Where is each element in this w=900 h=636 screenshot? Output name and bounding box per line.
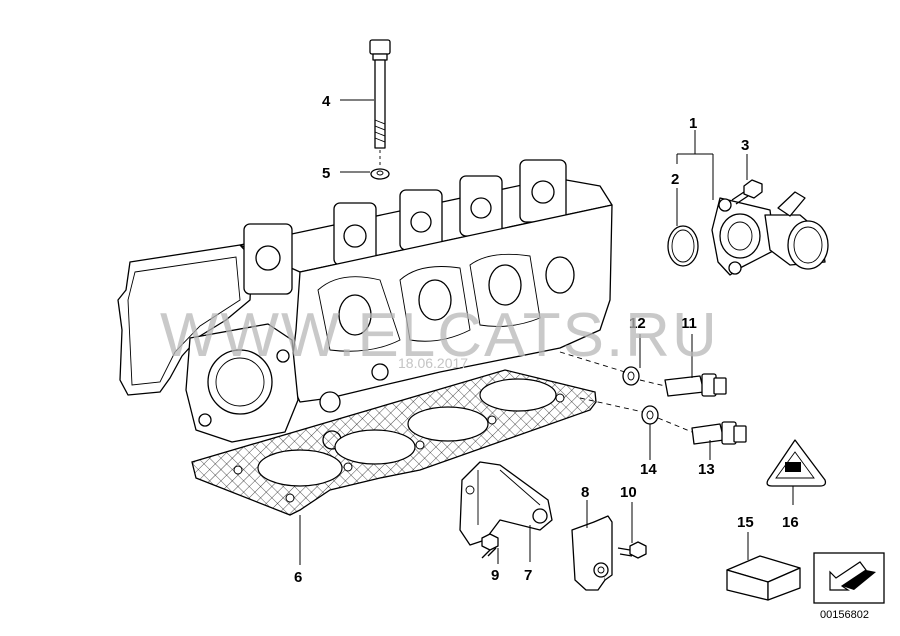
cam-tower-1 (243, 223, 293, 295)
callout-1: 1 (689, 115, 697, 132)
cam-tower-4 (459, 175, 503, 237)
cylinder-head-drawing (117, 159, 613, 450)
callout-10: 10 (620, 484, 637, 501)
callout-9: 9 (491, 567, 499, 584)
temperature-sensor-11 (664, 373, 727, 397)
callout-7: 7 (524, 567, 532, 584)
seal-ring-14 (641, 405, 659, 425)
callout-3: 3 (741, 137, 749, 154)
bracket-bolt-9 (481, 533, 499, 559)
callout-12: 12 (629, 315, 646, 332)
callout-2: 2 (671, 171, 679, 188)
callout-8: 8 (581, 484, 589, 501)
diagram-reference-number: 00156802 (820, 609, 869, 621)
callout-14: 14 (640, 461, 657, 478)
callout-6: 6 (294, 569, 302, 586)
callout-13: 13 (698, 461, 715, 478)
leader-lines (299, 99, 794, 565)
date-stamp: 18.06.2017 (398, 355, 468, 371)
plate-bolt-10 (617, 541, 647, 559)
coolant-flange (711, 191, 829, 276)
cam-tower-3 (399, 189, 443, 251)
o-ring (667, 225, 699, 267)
cylinder-head-bolt (369, 39, 391, 149)
lifting-plate (571, 515, 613, 591)
temperature-sensor-13 (691, 421, 747, 445)
callout-15: 15 (737, 514, 754, 531)
parts-kit-box (726, 555, 801, 601)
seal-ring-12 (622, 366, 640, 386)
cam-tower-2 (333, 202, 377, 266)
callout-11: 11 (681, 315, 697, 332)
watermark: WWW.ELCATS.RU (160, 301, 719, 370)
flange-bolt (731, 179, 763, 205)
washer (370, 168, 390, 180)
cam-tower-5 (519, 159, 567, 223)
callout-labels: 1 2 3 4 5 6 7 8 9 10 11 12 13 14 15 16 (294, 93, 799, 586)
head-gasket (191, 369, 597, 516)
callout-5: 5 (322, 165, 330, 182)
callout-4: 4 (322, 93, 331, 110)
callout-16: 16 (782, 514, 799, 531)
warning-label-icon (766, 439, 827, 487)
engine-bracket (459, 461, 553, 546)
reference-arrow-icon (813, 552, 885, 604)
